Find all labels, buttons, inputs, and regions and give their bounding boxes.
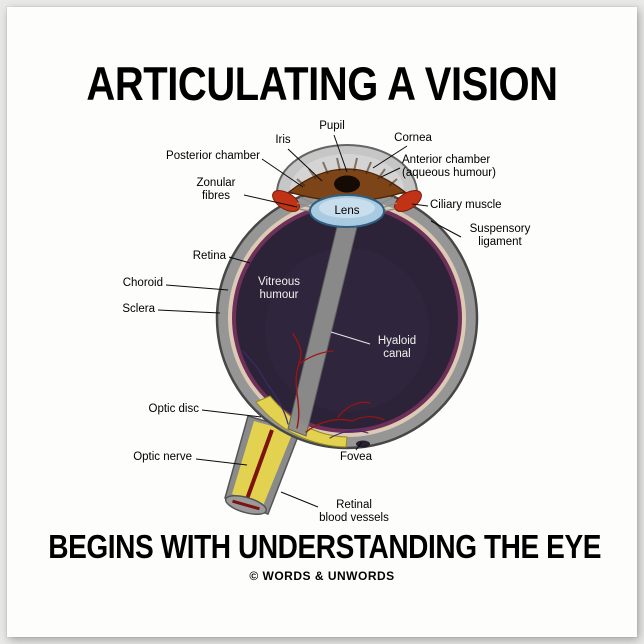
vitreous-inner-shade: [265, 248, 429, 412]
leader-cornea: [372, 145, 408, 169]
retinal-blood-vessels-shape: [242, 333, 385, 439]
label-fovea: Fovea: [340, 451, 372, 463]
poster-title-bottom: BEGINS WITH UNDERSTANDING THE EYE: [48, 528, 602, 565]
leader-anterior-chamber: [380, 167, 401, 178]
pupil-shape: [334, 175, 360, 193]
label-vitreous-humour: Vitreous humour: [258, 276, 300, 301]
label-choroid: Choroid: [122, 277, 163, 289]
vessel-red-2: [298, 350, 334, 365]
leader-optic-disc: [201, 409, 262, 418]
leader-pupil: [333, 134, 348, 173]
leader-hyaloid-canal: [330, 331, 371, 345]
copyright-text: © WORDS & UNWORDS: [249, 569, 395, 583]
vessel-blue-1: [262, 376, 289, 425]
label-posterior-chamber: Posterior chamber: [166, 150, 260, 162]
label-lens: Lens: [334, 205, 360, 217]
anterior-segment-shape: [272, 144, 422, 228]
leader-retinal-blood-vessels: [280, 491, 319, 508]
leader-sclera: [157, 309, 221, 314]
vessel-red-5: [351, 416, 385, 422]
ciliary-muscle-right-shape: [394, 190, 422, 212]
leader-retina: [228, 256, 251, 264]
label-anterior-chamber: Anterior chamber (aqueous humour): [402, 154, 496, 179]
lens-highlight: [319, 198, 375, 218]
leader-optic-nerve: [195, 458, 248, 466]
vessel-blue-3: [329, 430, 369, 439]
vessel-red-4: [337, 401, 371, 418]
leader-iris: [287, 148, 323, 182]
label-optic-nerve: Optic nerve: [133, 451, 192, 463]
label-optic-disc: Optic disc: [148, 403, 200, 415]
leader-ciliary-muscle: [411, 203, 429, 207]
leader-lines: [157, 134, 462, 508]
label-iris: Iris: [275, 134, 291, 146]
label-zonular-fibres: Zonular fibres: [196, 177, 236, 202]
label-hyaloid-canal: Hyaloid canal: [377, 335, 417, 360]
optic-nerve-end-artery: [232, 499, 260, 511]
leader-choroid: [165, 284, 229, 291]
label-ciliary-muscle: Ciliary muscle: [430, 199, 502, 211]
optic-disc-shape: [255, 395, 348, 448]
vessel-red-3: [305, 418, 353, 433]
label-pupil: Pupil: [319, 120, 345, 132]
optic-nerve-fibers: [232, 421, 293, 506]
label-suspensory-ligament: Suspensory ligament: [469, 223, 531, 248]
iris-striations: [296, 157, 398, 187]
label-sclera: Sclera: [122, 303, 155, 315]
poster-title-top: ARTICULATING A VISION: [86, 57, 558, 110]
vessel-blue-2: [242, 350, 264, 378]
leader-suspensory-ligament: [430, 220, 462, 238]
optic-nerve-shape: [224, 415, 301, 515]
label-retina: Retina: [192, 250, 226, 262]
leader-fovea: [355, 441, 363, 451]
label-cornea: Cornea: [394, 132, 432, 144]
label-retinal-blood-vessels: Retinal blood vessels: [319, 499, 389, 524]
leader-zonular-fibres: [243, 194, 298, 208]
central-retinal-artery: [245, 429, 274, 500]
vitreous-shape: [236, 207, 458, 429]
leader-posterior-chamber: [261, 158, 304, 188]
